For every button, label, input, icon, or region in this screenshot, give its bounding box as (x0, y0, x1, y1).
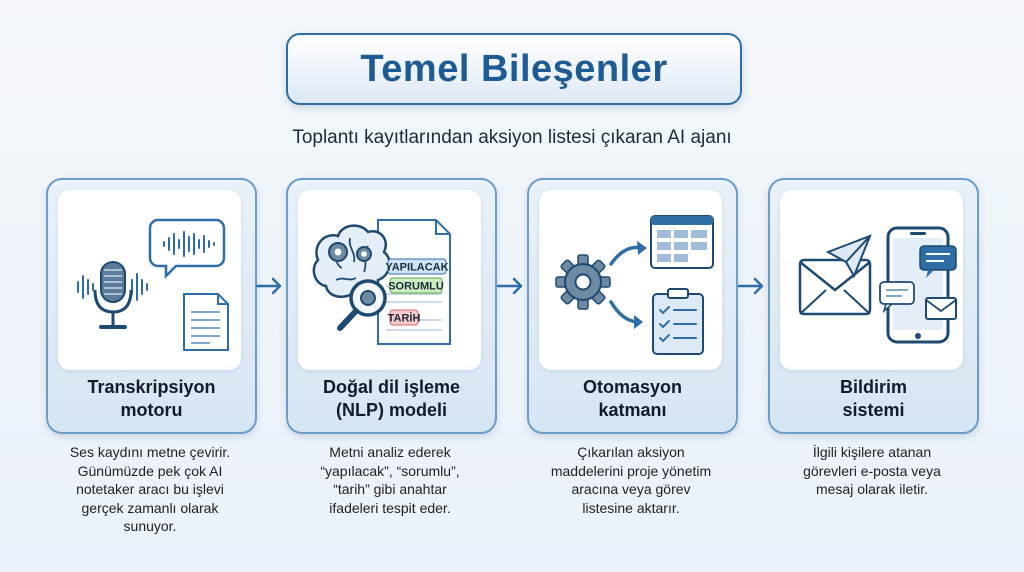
card-description-notification: İlgili kişilere atanan görevleri e-posta… (762, 443, 982, 499)
card-title-line: sistemi (842, 400, 905, 420)
description-line: aracına veya görev (571, 481, 691, 497)
card-illustration (780, 190, 963, 370)
card-title: Doğal dil işleme (NLP) modeli (288, 376, 495, 422)
description-line: maddelerini proje yönetim (550, 462, 712, 479)
card-illustration (58, 190, 241, 370)
card-description-automation: Çıkarılan aksiyon maddelerini proje yöne… (521, 443, 741, 517)
card-title-line: katmanı (598, 400, 667, 420)
description-line: mesaj olarak iletir. (815, 481, 929, 497)
arrow-right-icon (496, 277, 523, 295)
description-line: İlgili kişilere atanan (812, 444, 932, 460)
description-line: “yapılacak”, “sorumlu”, (320, 462, 460, 479)
envelope-icon (798, 226, 957, 344)
card-title-line: Transkripsiyon (87, 377, 216, 397)
card-illustration (539, 190, 722, 370)
card-title: Bildirim sistemi (770, 376, 977, 422)
card-title-line: Otomasyon (582, 377, 683, 397)
gear-icon (555, 215, 714, 355)
card-illustration: YAPILACAK SORUMLU TARİH (298, 190, 481, 370)
card-description-nlp: Metni analiz ederek “yapılacak”, “soruml… (280, 443, 500, 517)
page-title: Temel Bileşenler (360, 47, 668, 90)
card-transcription: Transkripsiyon motoru (46, 178, 257, 434)
tag-yapilacak: YAPILACAK (385, 262, 448, 274)
microphone-icon (77, 218, 229, 351)
card-title-line: Bildirim (839, 377, 907, 397)
tag-tarih: TARİH (388, 312, 421, 325)
description-line: gerçek zamanlı olarak (81, 499, 219, 516)
card-title-line: Doğal dil işleme (322, 377, 461, 397)
card-nlp: YAPILACAK SORUMLU TARİH Doğal dil işleme… (286, 178, 497, 434)
description-line: Ses kaydını metne çevirir. (69, 444, 231, 460)
description-line: notetaker aracı bu işlevi (76, 481, 224, 497)
card-title-line: motoru (120, 400, 183, 420)
description-line: ifadeleri tespit eder. (329, 499, 451, 516)
description-line: Günümüzde pek çok AI (77, 462, 223, 479)
brain-icon: YAPILACAK SORUMLU TARİH (312, 219, 451, 345)
card-title-line: (NLP) modeli (336, 400, 447, 420)
card-title: Otomasyon katmanı (529, 376, 736, 422)
description-line: Çıkarılan aksiyon (577, 444, 685, 460)
description-line: sunuyor. (123, 518, 177, 534)
card-notification: Bildirim sistemi (768, 178, 979, 434)
arrow-right-icon (737, 277, 764, 295)
card-automation: Otomasyon katmanı (527, 178, 738, 434)
title-box: Temel Bileşenler (286, 33, 742, 105)
page-subtitle: Toplantı kayıtlarından aksiyon listesi ç… (292, 127, 732, 148)
description-line: Metni analiz ederek (329, 444, 451, 460)
card-description-transcription: Ses kaydını metne çevirir. Günümüzde pek… (40, 443, 260, 536)
description-line: listesine aktarır. (582, 499, 680, 516)
tag-sorumlu: SORUMLU (388, 281, 444, 293)
description-line: “tarih” gibi anahtar (333, 481, 447, 497)
description-line: görevleri e-posta veya (803, 462, 941, 479)
arrow-right-icon (255, 277, 282, 295)
card-title: Transkripsiyon motoru (48, 376, 255, 422)
